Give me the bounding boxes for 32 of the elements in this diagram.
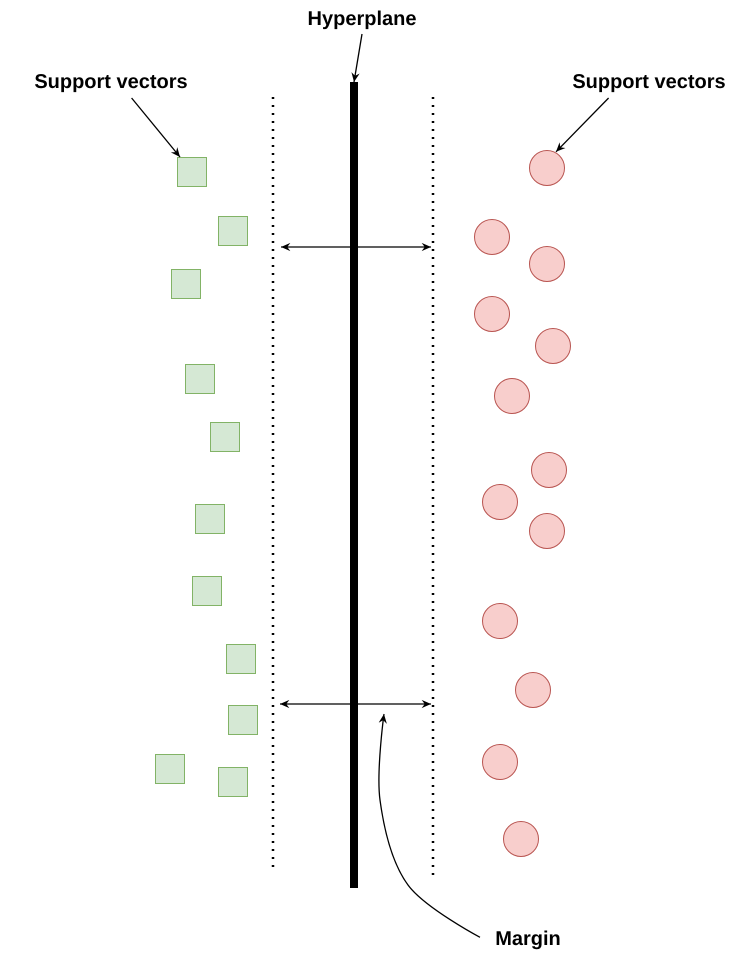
- arrow: [131, 98, 180, 158]
- data-point-square: [195, 504, 225, 534]
- data-point-square: [218, 767, 248, 797]
- data-point-square: [228, 705, 258, 735]
- data-point-circle: [529, 246, 565, 282]
- data-point-circle: [482, 484, 518, 520]
- data-point-circle: [503, 821, 539, 857]
- annotation-label: Hyperplane: [302, 4, 422, 34]
- data-point-square: [210, 422, 240, 452]
- data-point-circle: [529, 513, 565, 549]
- annotation-label: Support vectors: [548, 66, 750, 98]
- data-point-square: [192, 576, 222, 606]
- data-point-square: [177, 157, 207, 187]
- data-point-circle: [529, 150, 565, 186]
- data-point-circle: [474, 219, 510, 255]
- data-point-square: [171, 269, 201, 299]
- data-point-square: [185, 364, 215, 394]
- arrow: [378, 714, 480, 938]
- data-point-circle: [474, 296, 510, 332]
- arrow: [556, 98, 610, 152]
- data-point-circle: [515, 672, 551, 708]
- data-point-square: [155, 754, 185, 784]
- data-point-circle: [494, 378, 530, 414]
- data-point-circle: [482, 603, 518, 639]
- data-point-circle: [535, 328, 571, 364]
- arrow: [351, 34, 363, 82]
- annotation-label: Support vectors: [8, 66, 214, 98]
- data-point-square: [226, 644, 256, 674]
- data-point-circle: [482, 744, 518, 780]
- annotation-label: Margin: [480, 922, 576, 953]
- data-point-circle: [531, 452, 567, 488]
- data-point-square: [218, 216, 248, 246]
